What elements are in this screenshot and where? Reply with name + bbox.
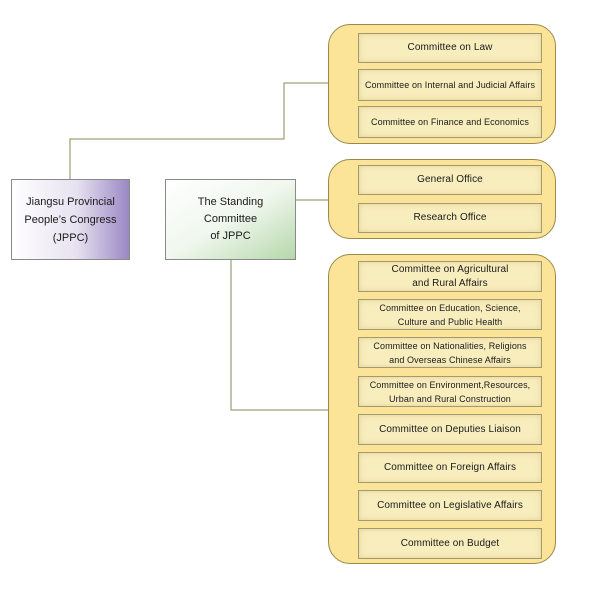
connector-standing-group-3 — [230, 260, 330, 411]
standing-committee-node: The Standing Committee of JPPC — [165, 179, 296, 260]
item-label-line-2: and Overseas Chinese Affairs — [389, 354, 511, 365]
jppc-label-line-3: (JPPC) — [52, 231, 89, 244]
item-label: Committee on Budget — [400, 537, 500, 549]
item-label-line-1: Committee on Environment,Resources, — [369, 379, 531, 390]
committee-on-law: Committee on Law — [358, 33, 542, 63]
item-label: Committee on Internal and Judicial Affai… — [364, 80, 536, 90]
standing-committee-label-line-2: of JPPC — [210, 230, 251, 242]
item-label: Committee on Legislative Affairs — [377, 499, 523, 511]
item-label-line-2: and Rural Affairs — [412, 277, 488, 289]
item-label: Committee on Finance and Economics — [371, 117, 529, 127]
committee-internal-judicial: Committee on Internal and Judicial Affai… — [358, 69, 542, 101]
committee-on-budget: Committee on Budget — [358, 528, 542, 559]
committee-deputies-liaison: Committee on Deputies Liaison — [358, 414, 542, 445]
item-label-line-1: Committee on Agricultural — [391, 263, 509, 275]
general-office: General Office — [358, 165, 542, 195]
committee-finance-economics: Committee on Finance and Economics — [358, 106, 542, 138]
jppc-label: Jiangsu Provincial People’s Congress (JP… — [24, 193, 116, 247]
item-label: Committee on Deputies Liaison — [379, 423, 521, 435]
committee-legislative-affairs: Committee on Legislative Affairs — [358, 490, 542, 521]
item-label-line-2: Urban and Rural Construction — [389, 393, 511, 404]
research-office: Research Office — [358, 203, 542, 233]
item-label: General Office — [417, 174, 483, 185]
committee-education-science: Committee on Education, Science, Culture… — [358, 299, 542, 330]
standing-committee-label: The Standing Committee of JPPC — [170, 194, 291, 245]
jppc-label-line-2: People’s Congress — [24, 213, 117, 226]
standing-committee-label-line-1: The Standing Committee — [197, 196, 264, 225]
item-label-line-1: Committee on Education, Science, — [379, 302, 521, 313]
committee-environment-resources: Committee on Environment,Resources, Urba… — [358, 376, 542, 407]
item-label: Research Office — [413, 212, 487, 223]
committee-nationalities-religions: Committee on Nationalities, Religions an… — [358, 337, 542, 368]
item-label-line-1: Committee on Nationalities, Religions — [373, 340, 527, 351]
item-label: Committee on Foreign Affairs — [383, 461, 517, 473]
committee-agricultural-rural: Committee on Agricultural and Rural Affa… — [358, 261, 542, 292]
jppc-node: Jiangsu Provincial People’s Congress (JP… — [11, 179, 130, 260]
connector-root-group-1 — [69, 82, 330, 179]
jppc-label-line-1: Jiangsu Provincial — [26, 195, 115, 208]
item-label-line-2: Culture and Public Health — [397, 316, 503, 327]
item-label: Committee on Law — [407, 42, 493, 53]
committee-foreign-affairs: Committee on Foreign Affairs — [358, 452, 542, 483]
